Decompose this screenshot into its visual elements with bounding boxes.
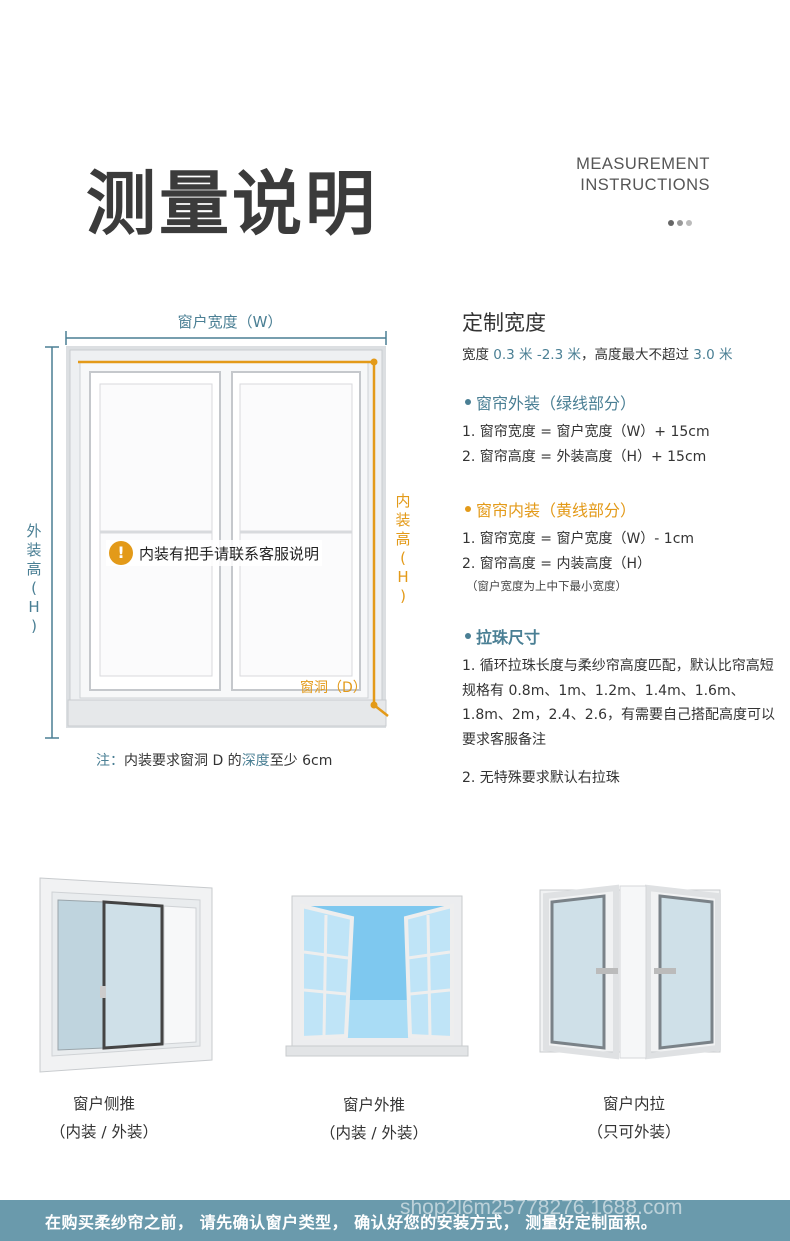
bullet-icon (465, 399, 471, 405)
inner-height-char: ( (400, 549, 406, 567)
outside-item-2: 2. 窗帘高度 = 外装高度（H）+ 15cm (462, 449, 707, 465)
depth-note-highlight: 深度 (241, 753, 270, 769)
subtitle-line-2: INSTRUCTIONS (580, 176, 710, 194)
inner-height-char: H (397, 568, 409, 586)
footer-bar (0, 1200, 790, 1241)
window-types-illustration (39, 877, 721, 1073)
depth-note-suffix: 至少 6cm (269, 753, 333, 769)
outer-height-char: 装 (26, 541, 42, 559)
inside-install-heading: 窗帘内装（黄线部分） (465, 497, 636, 521)
page-subtitle-en: MEASUREMENT INSTRUCTIONS (560, 154, 710, 196)
dot-icon (668, 220, 674, 226)
exclamation-icon: ! (109, 541, 133, 565)
outer-height-label: 外 装 高 ( H ) (22, 522, 46, 636)
outside-item-1: 1. 窗帘宽度 = 窗户宽度（W）+ 15cm (462, 424, 710, 440)
inside-item-2: 2. 窗帘高度 = 内装高度（H） (462, 556, 651, 572)
handle-note: ! 内装有把手请联系客服说明 (106, 540, 323, 566)
outer-height-char: H (28, 598, 40, 616)
window-type-sub: （只可外装） (587, 1123, 681, 1141)
depth-note: 注：内装要求窗洞 D 的深度至少 6cm (96, 750, 332, 770)
window-type-inward: 窗户内拉 （只可外装） (534, 1090, 734, 1146)
inward-window-image (539, 884, 721, 1060)
range-height: 3.0 米 (693, 347, 733, 363)
inside-item-1: 1. 窗帘宽度 = 窗户宽度（W）- 1cm (462, 531, 695, 547)
outward-window-image (285, 895, 469, 1057)
window-type-sub: （内装 / 外装） (49, 1123, 159, 1141)
dot-icon (686, 220, 692, 226)
spec-title: 定制宽度 (462, 311, 546, 335)
window-type-name: 窗户内拉 (602, 1095, 665, 1113)
inner-height-char: 高 (395, 530, 411, 548)
sliding-window-image (39, 877, 213, 1073)
outer-height-char: 外 (26, 522, 42, 540)
measurement-diagram (45, 331, 389, 739)
window-type-sliding: 窗户侧推 （内装 / 外装） (4, 1090, 204, 1146)
outside-heading-text: 窗帘外装（绿线部分） (476, 394, 637, 413)
bead-item-2: 2. 无特殊要求默认右拉珠 (462, 770, 620, 786)
range-mid: ，高度最大不超过 (580, 347, 694, 363)
bead-heading-text: 拉珠尺寸 (476, 628, 541, 647)
dot-icon (677, 220, 683, 226)
bead-item-1: 1. 循环拉珠长度与柔纱帘高度匹配，默认比帘高短规格有 0.8m、1m、1.2m… (462, 658, 775, 748)
depth-note-prefix: 注： (96, 753, 124, 769)
outer-height-char: ) (31, 617, 37, 635)
outer-height-char: 高 (26, 560, 42, 578)
spec-range: 宽度 0.3 米 -2.3 米，高度最大不超过 3.0 米 (462, 343, 733, 363)
depth-note-mid: 内装要求窗洞 D 的 (124, 753, 242, 769)
footer-watermark: shop2l6m25778276.1688.com (400, 1196, 683, 1219)
footer-text: 在购买柔纱帘之前， 请先确认窗户类型， 确认好您的安装方式， 测量好定制面积。 (45, 1213, 658, 1232)
window-type-name: 窗户外推 (342, 1096, 405, 1114)
handle-note-text: 内装有把手请联系客服说明 (139, 544, 320, 563)
window-illustration (66, 346, 387, 728)
inner-height-char: 装 (395, 511, 411, 529)
width-dimension-line (65, 331, 387, 345)
window-type-outward: 窗户外推 （内装 / 外装） (274, 1091, 474, 1147)
decorative-dots (668, 211, 695, 230)
inner-height-char: ) (400, 587, 406, 605)
bead-heading: 拉珠尺寸 (465, 624, 540, 648)
window-width-label: 窗户宽度（W） (177, 313, 283, 331)
page-title: 测量说明 (86, 163, 378, 245)
range-prefix: 宽度 (462, 347, 494, 363)
window-type-sub: （内装 / 外装） (319, 1124, 429, 1142)
outside-install-heading: 窗帘外装（绿线部分） (465, 390, 636, 414)
outer-height-char: ( (31, 579, 37, 597)
range-width: 0.3 米 -2.3 米 (493, 347, 581, 363)
window-type-name: 窗户侧推 (72, 1095, 135, 1113)
outer-height-dimension-line (45, 346, 59, 739)
inner-height-char: 内 (395, 492, 411, 510)
depth-label: 窗洞（D） (300, 680, 367, 696)
inner-height-label: 内 装 高 ( H ) (391, 492, 415, 606)
inside-heading-text: 窗帘内装（黄线部分） (476, 501, 637, 520)
subtitle-line-1: MEASUREMENT (576, 155, 710, 173)
inside-note: （窗户宽度为上中下最小宽度） (466, 579, 627, 593)
bullet-icon (465, 506, 471, 512)
inner-measurement-line (78, 358, 389, 717)
bullet-icon (465, 633, 471, 639)
